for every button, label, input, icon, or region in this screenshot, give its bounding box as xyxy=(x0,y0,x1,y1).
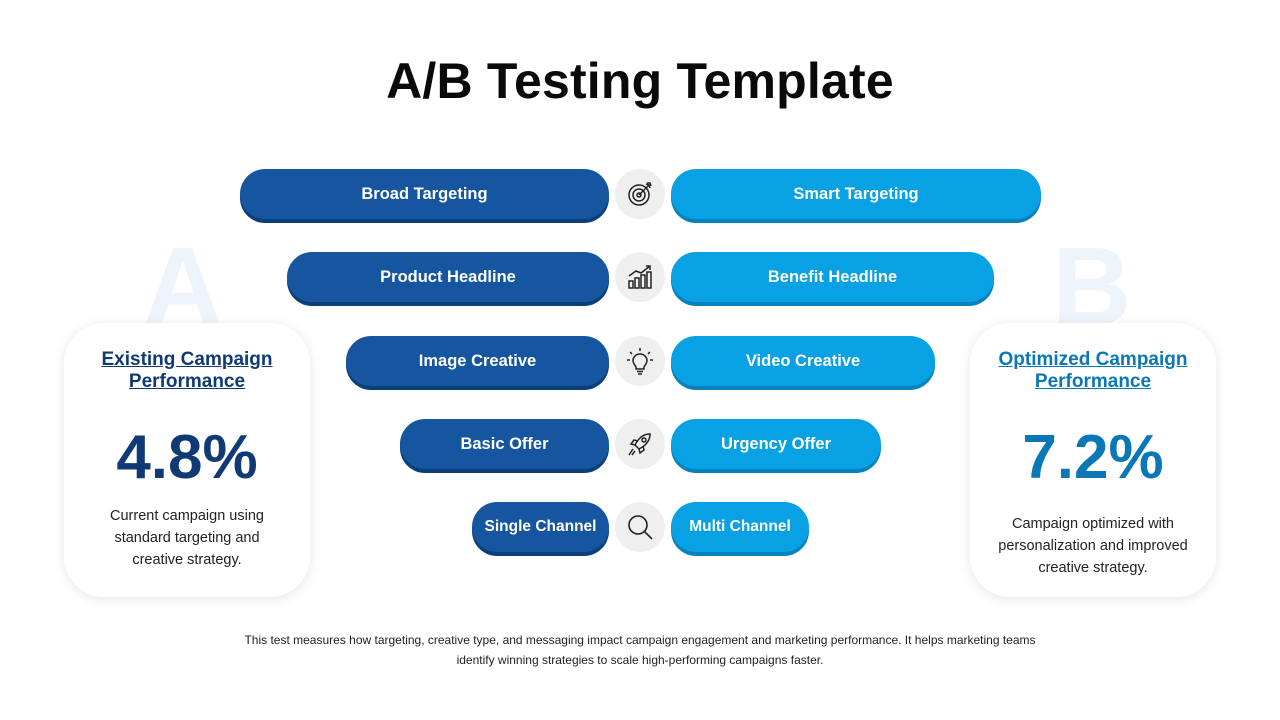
variant-a-pill-headline: Product Headline xyxy=(287,252,609,302)
footer-note: This test measures how targeting, creati… xyxy=(244,633,1036,667)
variant-a-pill-channel: Single Channel xyxy=(472,502,609,552)
variant-b-pill-headline: Benefit Headline xyxy=(671,252,994,302)
variant-b-pill-targeting: Smart Targeting xyxy=(671,169,1041,219)
optimized-campaign-value: 7.2% xyxy=(1022,423,1164,492)
optimized-campaign-desc: Campaign optimized with personalization … xyxy=(998,516,1188,576)
existing-campaign-desc: Current campaign using standard targetin… xyxy=(110,508,264,568)
optimized-campaign-title: Optimized Campaign Performance xyxy=(998,349,1188,392)
lightbulb-icon xyxy=(615,336,665,386)
variant-b-pill-creative: Video Creative xyxy=(671,336,935,386)
existing-campaign-title: Existing Campaign Performance xyxy=(101,349,273,392)
page-title: A/B Testing Template xyxy=(386,53,894,109)
magnifier-icon xyxy=(615,502,665,552)
optimized-campaign-card: Optimized Campaign Performance 7.2% Camp… xyxy=(970,323,1216,597)
variant-b-pill-channel: Multi Channel xyxy=(671,502,809,552)
variant-a-pill-targeting: Broad Targeting xyxy=(240,169,609,219)
variant-a-pill-offer: Basic Offer xyxy=(400,419,609,469)
variant-a-pill-creative: Image Creative xyxy=(346,336,609,386)
variant-b-pill-offer: Urgency Offer xyxy=(671,419,881,469)
target-icon xyxy=(615,169,665,219)
existing-campaign-card: Existing Campaign Performance 4.8% Curre… xyxy=(64,323,310,597)
existing-campaign-value: 4.8% xyxy=(116,423,258,492)
rocket-icon xyxy=(615,419,665,469)
growth-chart-icon xyxy=(615,252,665,302)
